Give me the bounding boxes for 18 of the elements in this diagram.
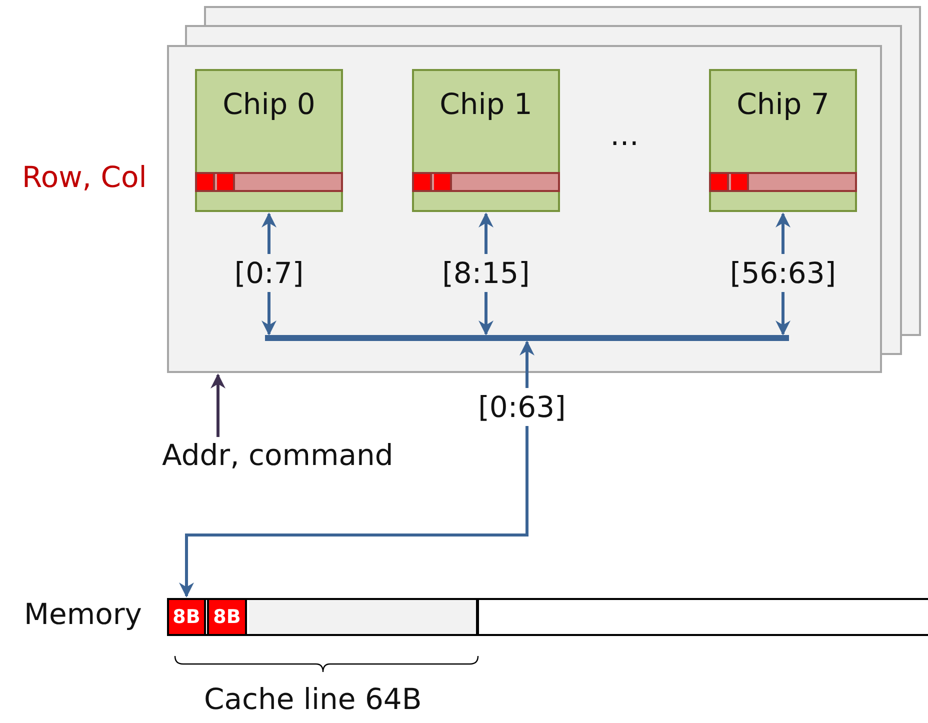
ellipsis-mark: … — [610, 118, 639, 152]
arrow — [179, 340, 534, 598]
board-panel — [167, 45, 882, 373]
data-bus-bar — [265, 335, 789, 341]
chip-label: Chip 0 — [222, 87, 316, 121]
signal-label: Addr, command — [162, 438, 422, 480]
memory-bar — [167, 598, 928, 636]
byte-cell: 8B — [167, 598, 206, 636]
chip-label: Chip 7 — [736, 87, 830, 121]
chip-label: Chip 1 — [438, 87, 534, 121]
memory-label: Memory — [24, 597, 142, 631]
chip-box — [412, 69, 560, 212]
byte-cell: 8B — [207, 598, 247, 636]
chip-box — [195, 69, 343, 212]
chip-box — [709, 69, 857, 212]
cache-line-label: Cache line 64B — [204, 682, 422, 716]
arrow — [210, 374, 226, 437]
row-col-label: Row, Col — [22, 160, 147, 194]
